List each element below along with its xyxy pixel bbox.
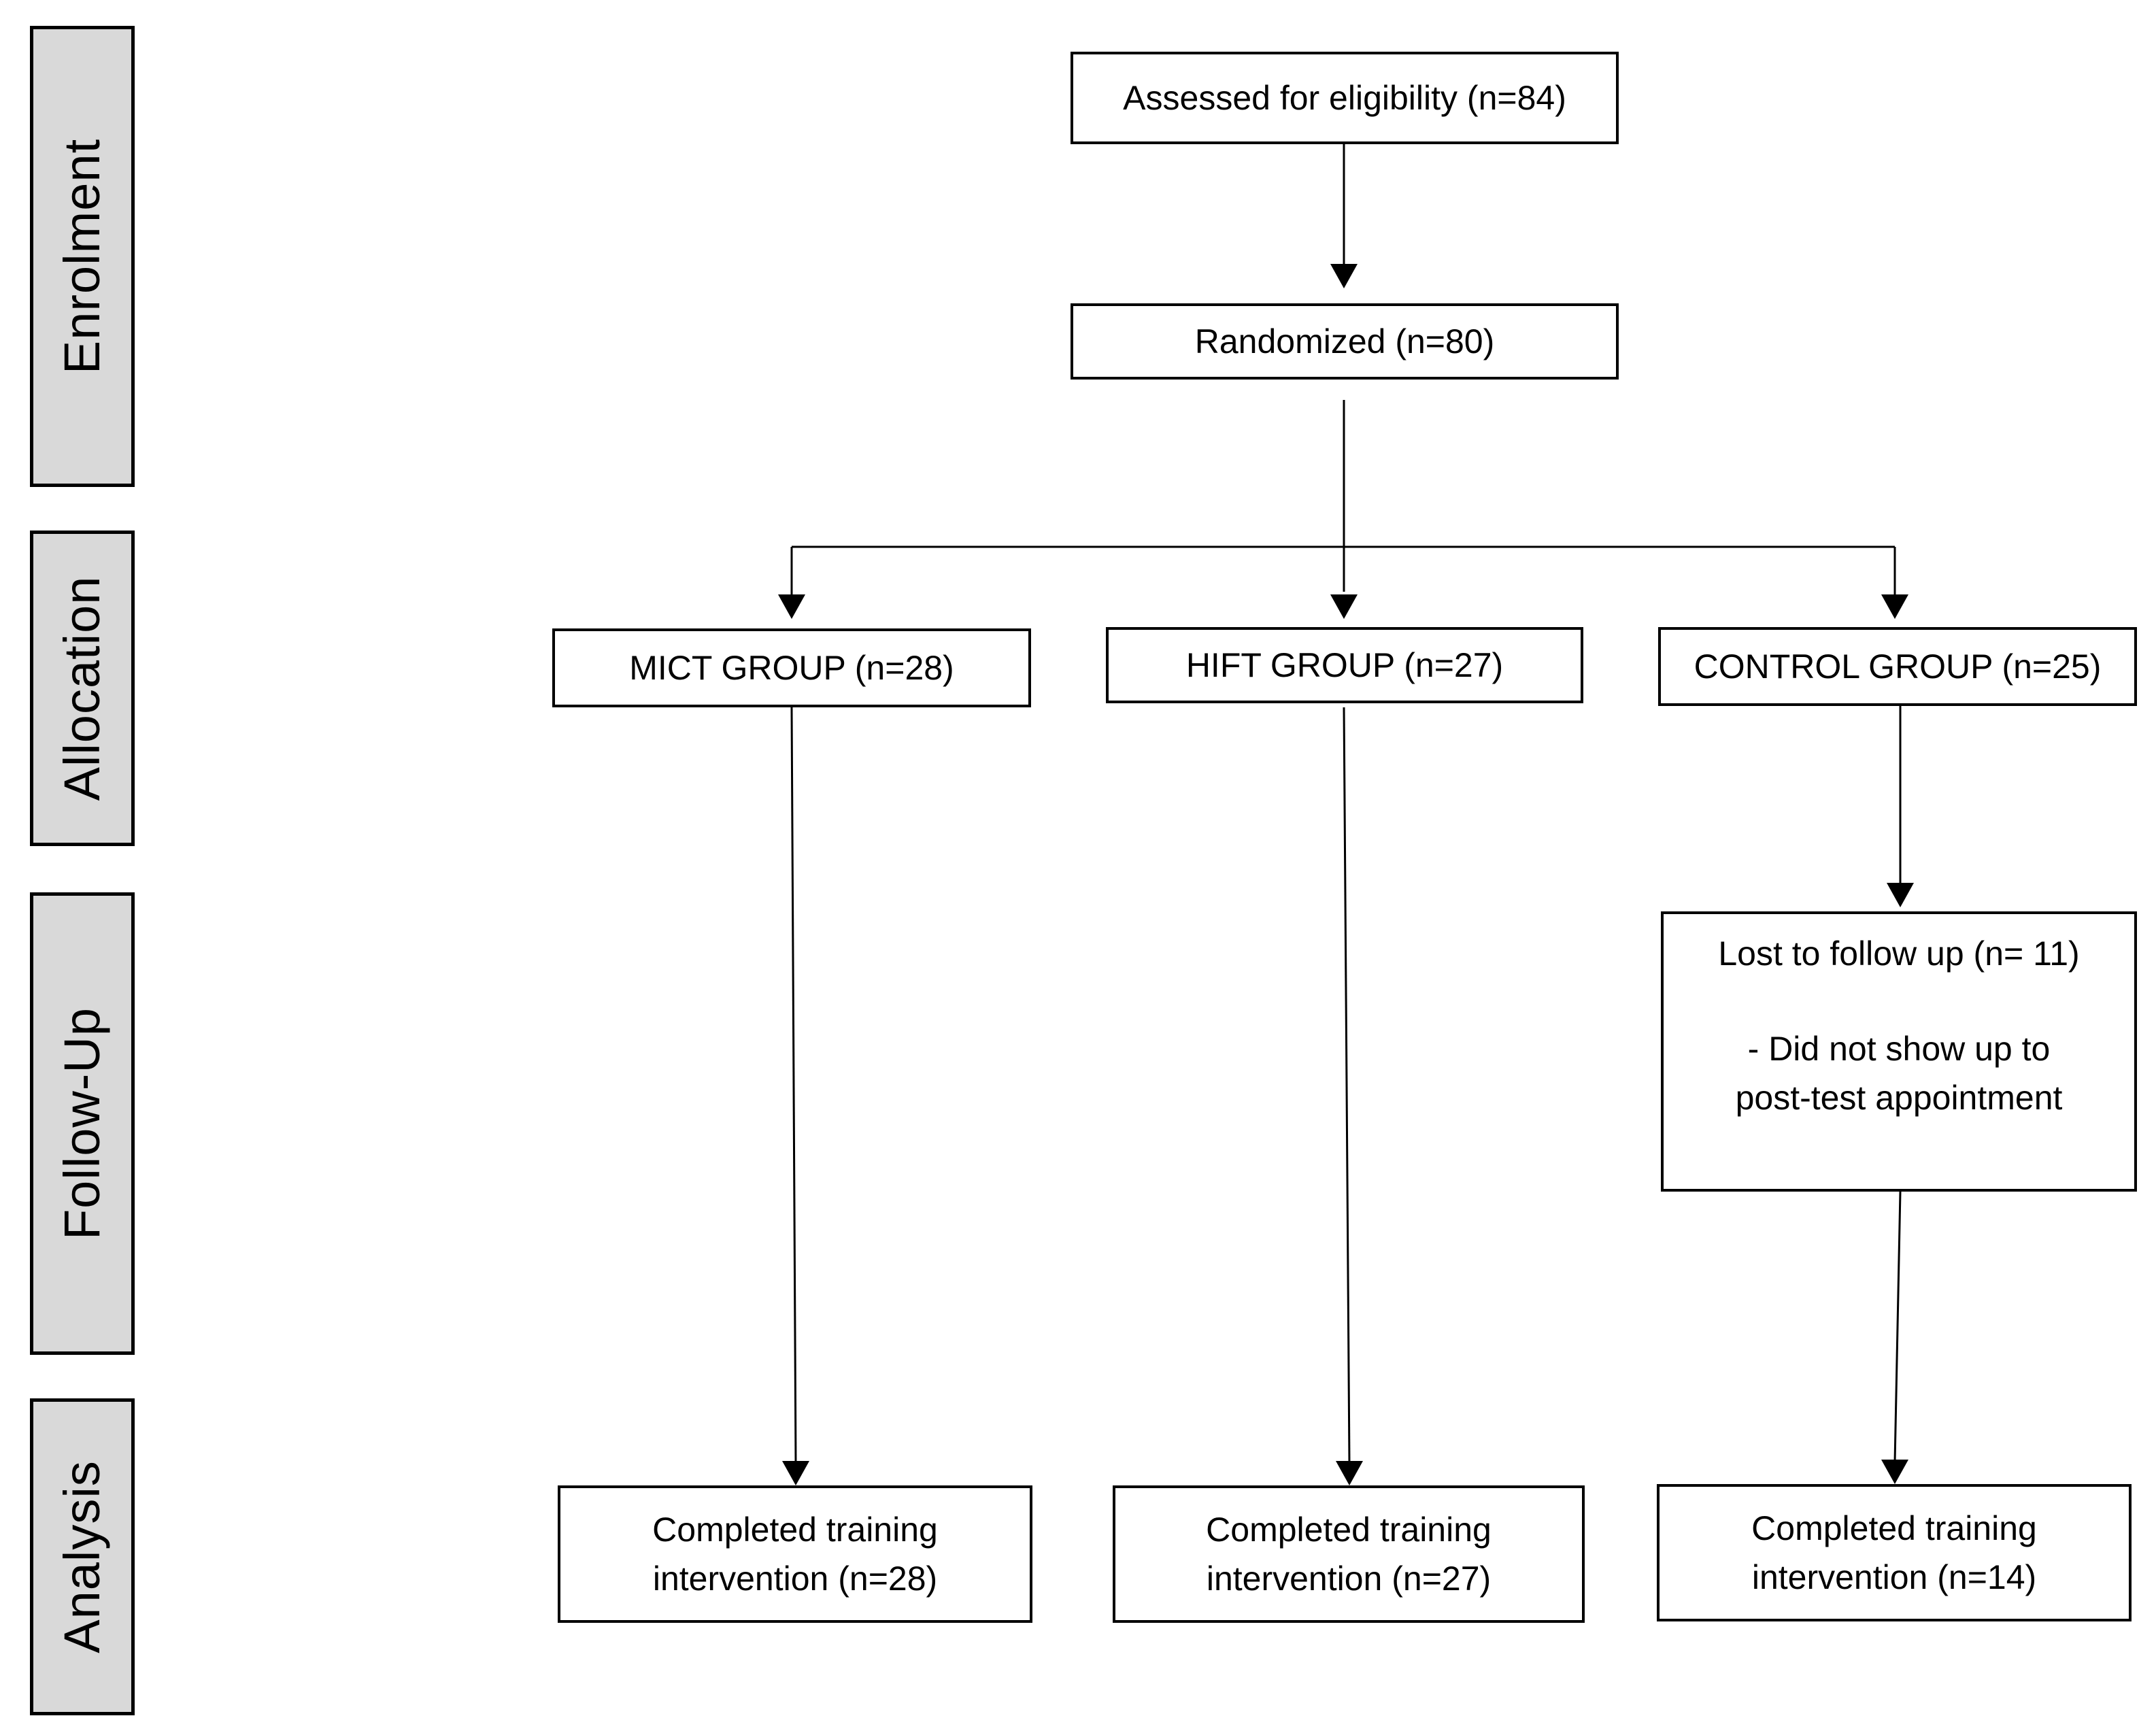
arrowhead-hift-completed <box>1336 1461 1363 1485</box>
stage-analysis: Analysis <box>30 1398 135 1715</box>
hift-completed-box: Completed training intervention (n=27) <box>1113 1485 1585 1623</box>
assessed-box: Assessed for eligibility (n=84) <box>1071 52 1619 144</box>
control-completed-line-2: intervention (n=14) <box>1751 1558 2037 1596</box>
hift-completed-line-2: intervention (n=27) <box>1206 1560 1492 1598</box>
arrowhead-hift <box>1330 594 1358 619</box>
arrowhead-randomized <box>1330 264 1358 288</box>
stage-follow-up-label: Follow-Up <box>54 1007 110 1241</box>
arrowhead-control <box>1881 594 1908 619</box>
randomized-box: Randomized (n=80) <box>1071 303 1619 380</box>
mict-group-box: MICT GROUP (n=28) <box>552 628 1031 707</box>
arrowhead-mict <box>778 594 805 619</box>
assessed-text: Assessed for eligibility (n=84) <box>1123 79 1566 117</box>
mict-completed-box: Completed training intervention (n=28) <box>558 1485 1032 1623</box>
control-completed-line-1: Completed training <box>1751 1509 2037 1547</box>
lost-reason-line-1: - Did not show up to <box>1747 1030 2051 1068</box>
mict-completed-line-2: intervention (n=28) <box>652 1560 938 1598</box>
stage-allocation: Allocation <box>30 531 135 846</box>
control-group-text: CONTROL GROUP (n=25) <box>1694 647 2102 686</box>
lost-reason-line-2: post-test appointment <box>1735 1079 2063 1117</box>
arrowhead-mict-completed <box>782 1461 809 1485</box>
randomized-text: Randomized (n=80) <box>1194 322 1495 360</box>
hift-group-text: HIFT GROUP (n=27) <box>1185 646 1504 684</box>
line-hift-to-completed <box>1343 707 1351 1464</box>
lost-to-follow-up-box: Lost to follow up (n= 11) - Did not show… <box>1661 911 2137 1192</box>
control-group-box: CONTROL GROUP (n=25) <box>1658 627 2137 706</box>
line-lost-to-completed <box>1893 1191 1902 1463</box>
arrowhead-control-completed <box>1881 1460 1908 1484</box>
mict-group-text: MICT GROUP (n=28) <box>629 649 954 687</box>
mict-completed-line-1: Completed training <box>652 1511 938 1549</box>
line-mict-to-completed <box>790 707 797 1464</box>
control-completed-box: Completed training intervention (n=14) <box>1657 1484 2132 1621</box>
stage-allocation-label: Allocation <box>54 575 110 801</box>
lost-count-text: Lost to follow up (n= 11) <box>1718 935 2080 973</box>
stage-enrolment: Enrolment <box>30 26 135 487</box>
arrowhead-lost <box>1887 883 1914 907</box>
stage-follow-up: Follow-Up <box>30 892 135 1355</box>
hift-group-box: HIFT GROUP (n=27) <box>1106 627 1583 703</box>
hift-completed-line-1: Completed training <box>1206 1511 1492 1549</box>
stage-analysis-label: Analysis <box>54 1460 110 1653</box>
stage-enrolment-label: Enrolment <box>54 138 110 375</box>
